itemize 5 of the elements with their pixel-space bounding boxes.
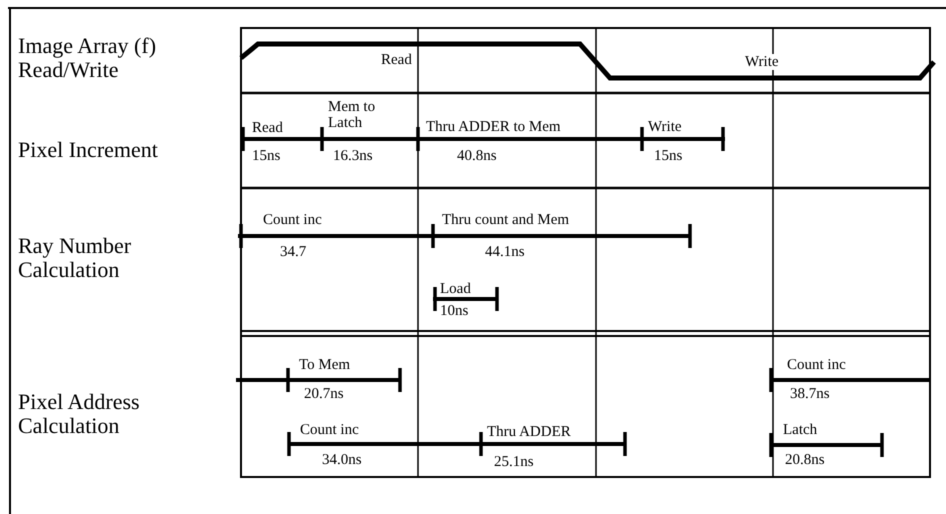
row-label: Pixel Address Calculation xyxy=(18,390,141,438)
row-label: Image Array (f) Read/Write xyxy=(18,34,158,82)
row-label: Pixel Increment xyxy=(18,138,158,162)
timing-label: Write xyxy=(745,54,779,70)
row-label: Ray Number Calculation xyxy=(18,234,132,282)
